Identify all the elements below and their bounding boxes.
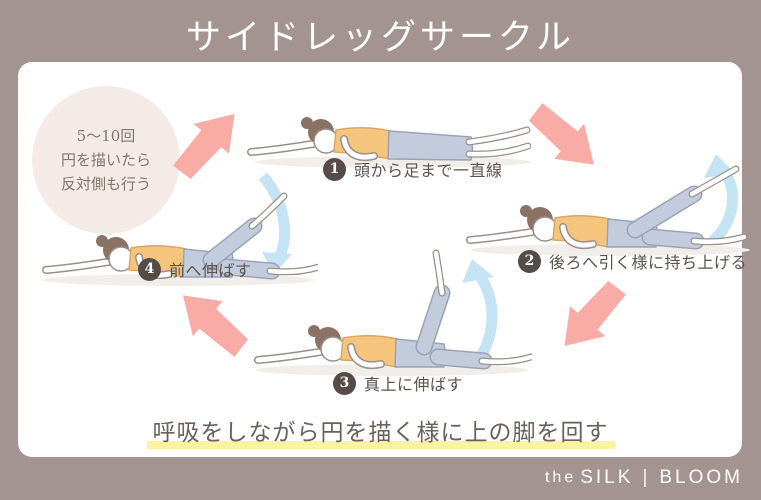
figure-step-3-illustration — [252, 245, 535, 383]
brand-bloom: BLOOM — [659, 467, 743, 488]
step-4-label: 前へ伸ばす — [169, 261, 252, 280]
flow-arrow-se-icon — [525, 103, 605, 165]
step-2-caption: 2 後ろへ引く様に持ち上げる — [518, 249, 747, 273]
brand-the: the — [544, 469, 577, 486]
figure-step-2-illustration — [460, 140, 758, 263]
rotation-arrow-up-icon — [471, 269, 498, 367]
brand-silk: SILK — [580, 467, 634, 488]
flow-arrow-sw-icon — [552, 280, 632, 346]
step-1-label: 頭から足まで一直線 — [354, 161, 503, 180]
brand-logo: the SILK | BLOOM — [545, 467, 743, 489]
callout-line-3: 反対側も行う — [60, 175, 151, 193]
step-2-number-badge: 2 — [518, 249, 541, 273]
repetition-callout: 5〜10回 円を描いたら 反対側も行う — [32, 86, 180, 234]
step-3-caption: 3 真上に伸ばす — [333, 371, 463, 395]
step-4-caption: 4 前へ伸ばす — [138, 257, 252, 281]
step-3-number-badge: 3 — [333, 371, 356, 395]
flow-arrow-nw-icon — [172, 295, 252, 357]
breathing-instruction: 呼吸をしながら円を描く様に上の脚を回す — [0, 413, 761, 449]
step-3-label: 真上に伸ばす — [364, 375, 464, 394]
step-1-number-badge: 1 — [323, 157, 346, 181]
rotation-arrow-down-icon — [258, 172, 291, 263]
step-1-caption: 1 頭から足まで一直線 — [323, 157, 503, 181]
flow-arrow-ne-icon — [167, 114, 247, 180]
callout-line-1: 5〜10回 — [76, 127, 136, 145]
callout-line-2: 円を描いたら — [60, 151, 151, 169]
step-2-label: 後ろへ引く様に持ち上げる — [549, 253, 748, 272]
page-title: サイドレッグサークル — [186, 18, 575, 58]
brand-divider: | — [642, 467, 651, 488]
step-4-number-badge: 4 — [138, 257, 161, 281]
breathing-instruction-text: 呼吸をしながら円を描く様に上の脚を回す — [146, 420, 615, 449]
